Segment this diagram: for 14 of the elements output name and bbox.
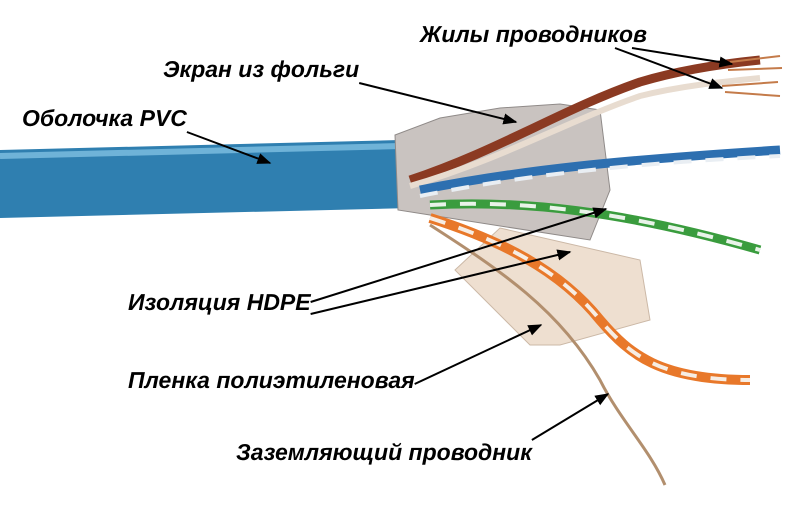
part-label: Жилы проводников <box>420 20 647 48</box>
part-label: Экран из фольги <box>163 55 360 83</box>
leader-line <box>310 249 572 315</box>
leader-line <box>632 47 734 68</box>
leader-line <box>531 393 610 441</box>
leader-line <box>614 47 724 89</box>
part-label: Изоляция HDPE <box>128 288 311 316</box>
part-label: Пленка полиэтиленовая <box>128 366 415 394</box>
leader-line <box>186 131 272 164</box>
leader-line <box>310 207 608 303</box>
part-label: Заземляющий проводник <box>236 438 532 466</box>
leader-line <box>358 82 518 124</box>
part-label: Оболочка PVC <box>22 104 187 132</box>
leader-line <box>414 324 542 385</box>
